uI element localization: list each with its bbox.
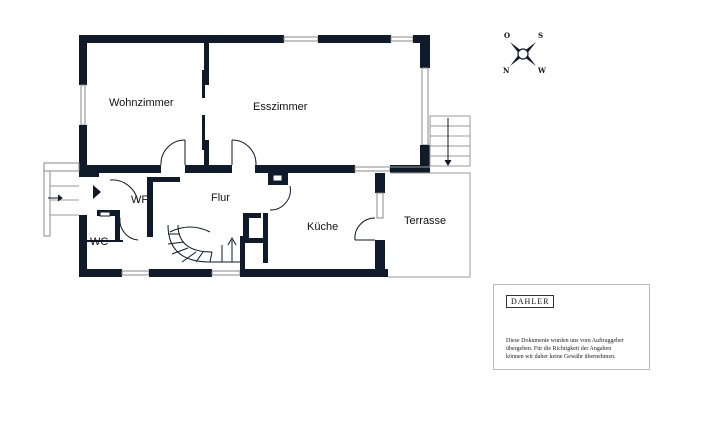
brand-logo: DAHLER	[506, 295, 555, 308]
compass-label-w: W	[538, 66, 546, 75]
plan-details	[48, 115, 471, 278]
disclaimer-line: Diese Dokumente wurden uns vom Auftragge…	[506, 338, 624, 344]
room-label-kueche: Küche	[307, 221, 339, 233]
room-label-wf: WF	[131, 194, 149, 206]
compass-icon	[510, 42, 536, 66]
room-label-flur: Flur	[211, 192, 230, 204]
disclaimer-line: übergeben. Für die Richtigkeit der Angab…	[506, 346, 612, 352]
room-label-wohnzimmer: Wohnzimmer	[109, 97, 174, 109]
entrance-arrow-icon	[93, 185, 101, 199]
walls	[43, 35, 430, 277]
room-label-esszimmer: Esszimmer	[253, 101, 308, 113]
disclaimer-text: Diese Dokumente wurden uns vom Auftragge…	[506, 337, 646, 361]
compass-label-n: N	[503, 66, 510, 75]
compass-label-s: S	[538, 31, 544, 40]
brand-box: DAHLER Diese Dokumente wurden uns vom Au…	[493, 284, 650, 370]
compass-label-o: O	[504, 31, 511, 40]
disclaimer-line: können wir daher keine Gewähr übernehmen…	[506, 354, 616, 360]
room-label-wc: WC	[90, 236, 109, 248]
room-label-terrasse: Terrasse	[404, 215, 447, 227]
